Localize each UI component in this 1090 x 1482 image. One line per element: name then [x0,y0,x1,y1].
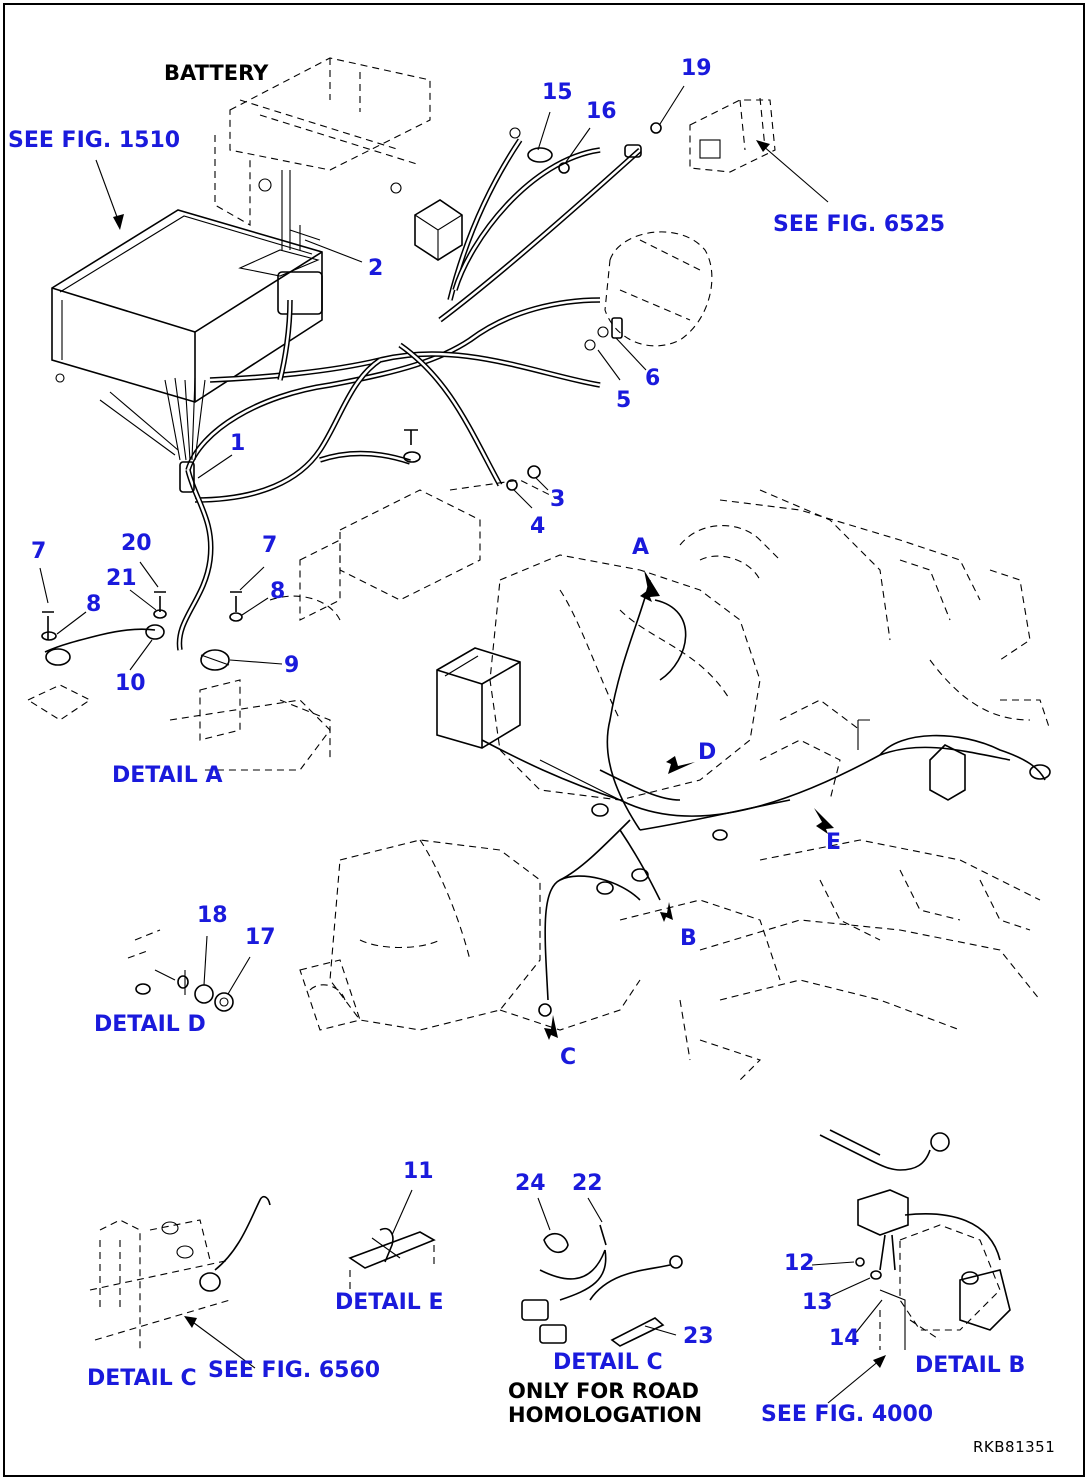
detail-c-left-drawing [89,1195,271,1350]
see-fig-6560-label[interactable]: SEE FIG. 6560 [208,1358,381,1383]
detail-b-label: DETAIL B [915,1353,1026,1378]
detail-c-right-drawing [521,1224,683,1347]
leader-lines [39,85,886,1404]
battery-label: BATTERY [164,61,269,85]
detail-c-right-label: DETAIL C [553,1350,663,1375]
detail-a-drawing [26,591,331,771]
part-number-8b: 8 [270,579,286,604]
detail-e-label: DETAIL E [335,1290,444,1315]
part-number-14: 14 [829,1326,860,1351]
part-number-17: 17 [245,925,276,950]
part-number-7b: 7 [262,533,278,558]
bolts-3-4 [403,429,541,491]
detail-b-drawing [819,1129,1011,1350]
part-number-1: 1 [230,431,246,456]
view-letter-a: A [632,535,650,560]
part-number-23: 23 [683,1324,714,1349]
part-number-21: 21 [106,566,137,591]
starter-motor [269,479,561,621]
battery-bracket [214,57,431,250]
part-number-10: 10 [115,671,146,696]
relay-component-6525 [689,97,776,173]
terminals-top [390,122,662,194]
detail-a-label: DETAIL A [112,763,223,788]
part-number-15: 15 [542,80,573,105]
detail-c-left-label: DETAIL C [87,1366,197,1391]
part-number-18: 18 [197,903,228,928]
part-number-11: 11 [403,1159,434,1184]
road-note-line2: HOMOLOGATION [508,1403,703,1427]
main-harness [99,138,642,651]
part-number-8a: 8 [86,592,102,617]
part-number-19: 19 [681,56,712,81]
part-number-12: 12 [784,1251,815,1276]
part-number-4: 4 [530,514,546,539]
part-number-5: 5 [616,388,632,413]
see-fig-1510-label[interactable]: SEE FIG. 1510 [8,128,181,153]
part-number-7a: 7 [31,539,47,564]
detail-d-drawing [127,929,234,1012]
detail-d-label: DETAIL D [94,1012,206,1037]
see-fig-4000-label[interactable]: SEE FIG. 4000 [761,1402,934,1427]
part-number-24: 24 [515,1171,546,1196]
part-number-2: 2 [368,256,384,281]
view-letter-c: C [560,1045,577,1070]
detail-e-drawing [348,1227,436,1290]
see-fig-6525-label[interactable]: SEE FIG. 6525 [773,212,946,237]
drawing-code: RKB81351 [973,1438,1056,1456]
part-number-3: 3 [550,487,566,512]
part-number-16: 16 [586,99,617,124]
part-number-6: 6 [645,366,661,391]
part-number-22: 22 [572,1171,603,1196]
connector-box-top [414,199,463,261]
road-note-line1: ONLY FOR ROAD [508,1379,699,1403]
part-number-9: 9 [284,653,300,678]
view-letter-e: E [826,830,842,855]
part-number-13: 13 [802,1290,833,1315]
part-number-20: 20 [121,531,152,556]
engine-assembly [299,489,1051,1081]
alternator [584,231,713,351]
view-arrows [544,570,834,1040]
drawing-frame [3,3,1085,1477]
view-letter-d: D [698,740,717,765]
view-letter-b: B [680,926,697,951]
